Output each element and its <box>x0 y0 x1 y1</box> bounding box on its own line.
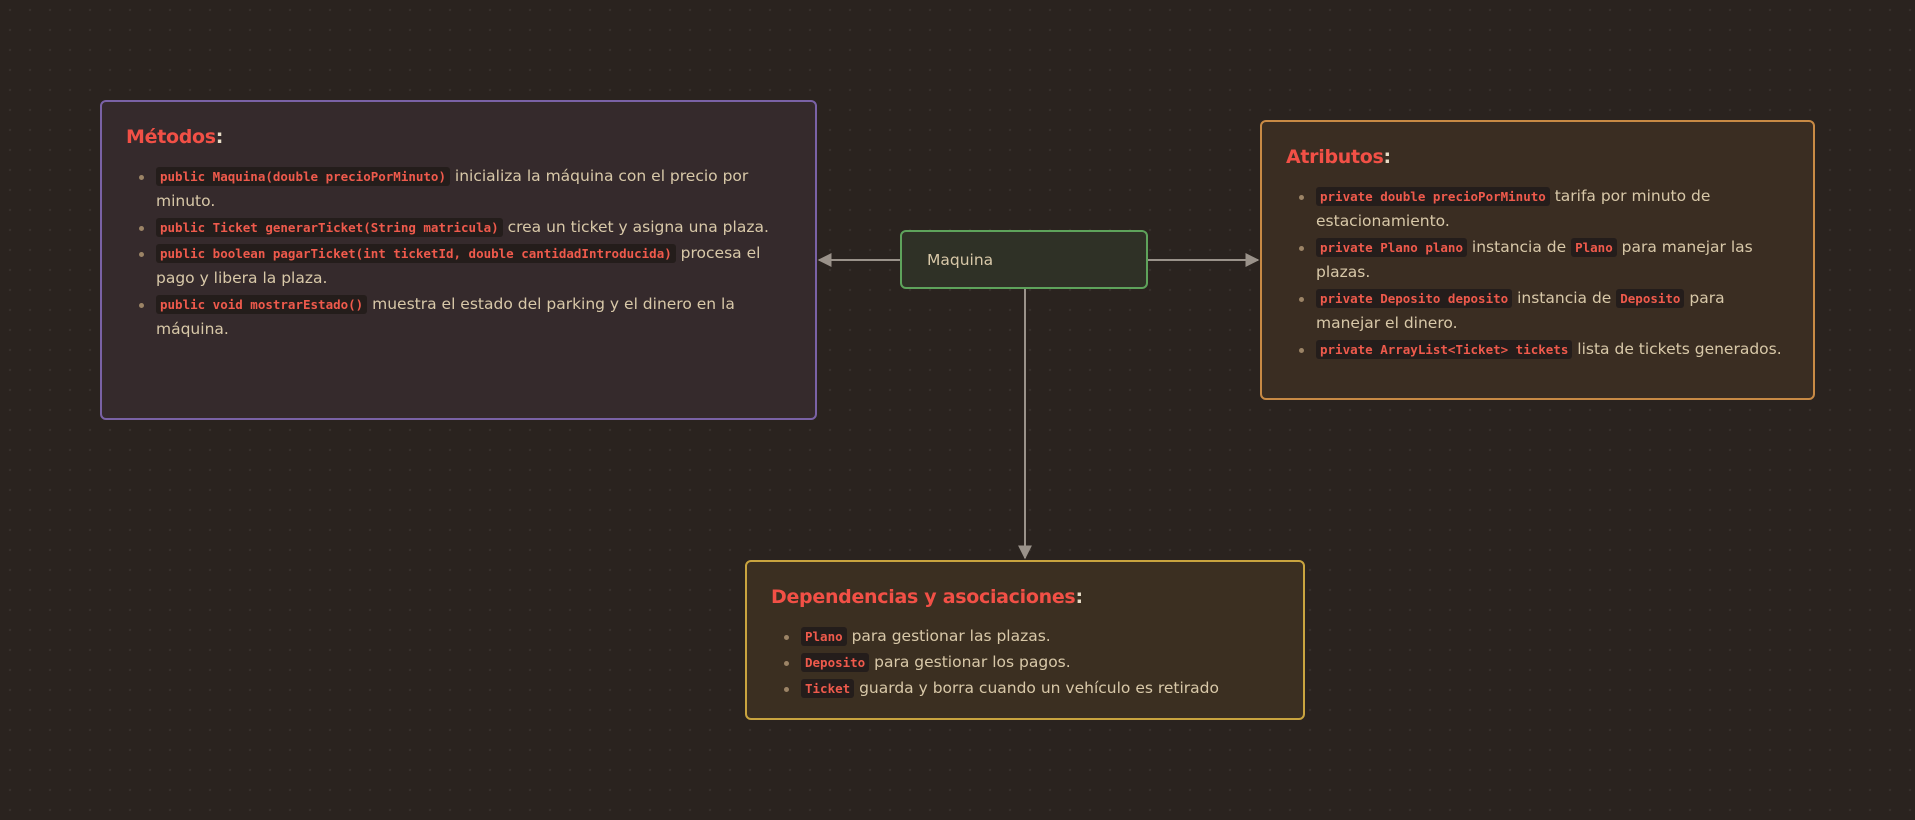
list-item: private double precioPorMinuto tarifa po… <box>1299 184 1789 234</box>
list-item: private Plano plano instancia de Plano p… <box>1299 235 1789 285</box>
code-snippet: Ticket <box>801 679 855 698</box>
methods-list: public Maquina(double precioPorMinuto) i… <box>126 164 791 342</box>
list-item: private Deposito deposito instancia de D… <box>1299 286 1789 336</box>
code-snippet: Deposito <box>801 653 870 672</box>
maquina-node-label: Maquina <box>927 250 994 269</box>
list-item: public void mostrarEstado() muestra el e… <box>139 292 791 342</box>
list-item: public boolean pagarTicket(int ticketId,… <box>139 241 791 291</box>
code-snippet: public Maquina(double precioPorMinuto) <box>156 167 450 186</box>
code-snippet: public Ticket generarTicket(String matri… <box>156 218 503 237</box>
attributes-title: Atributos: <box>1286 146 1391 168</box>
list-item: Plano para gestionar las plazas. <box>784 624 1279 649</box>
attributes-list: private double precioPorMinuto tarifa po… <box>1286 184 1789 362</box>
attributes-card: Atributos: private double precioPorMinut… <box>1260 120 1815 400</box>
list-item: Deposito para gestionar los pagos. <box>784 650 1279 675</box>
dependencies-list: Plano para gestionar las plazas. Deposit… <box>771 624 1279 701</box>
maquina-node[interactable]: Maquina <box>900 230 1148 289</box>
code-snippet: public void mostrarEstado() <box>156 295 368 314</box>
list-item: public Maquina(double precioPorMinuto) i… <box>139 164 791 214</box>
methods-title: Métodos: <box>126 126 224 148</box>
code-snippet: Plano <box>801 627 847 646</box>
code-snippet: private Plano plano <box>1316 238 1467 257</box>
dependencies-card: Dependencias y asociaciones: Plano para … <box>745 560 1305 720</box>
code-snippet: private Deposito deposito <box>1316 289 1513 308</box>
list-item: public Ticket generarTicket(String matri… <box>139 215 791 240</box>
code-snippet: private ArrayList<Ticket> tickets <box>1316 340 1573 359</box>
methods-card: Métodos: public Maquina(double precioPor… <box>100 100 817 420</box>
code-snippet: Deposito <box>1616 289 1685 308</box>
list-item: private ArrayList<Ticket> tickets lista … <box>1299 337 1789 362</box>
code-snippet: Plano <box>1571 238 1617 257</box>
code-snippet: private double precioPorMinuto <box>1316 187 1550 206</box>
dependencies-title: Dependencias y asociaciones: <box>771 586 1083 608</box>
code-snippet: public boolean pagarTicket(int ticketId,… <box>156 244 676 263</box>
list-item: Ticket guarda y borra cuando un vehículo… <box>784 676 1279 701</box>
